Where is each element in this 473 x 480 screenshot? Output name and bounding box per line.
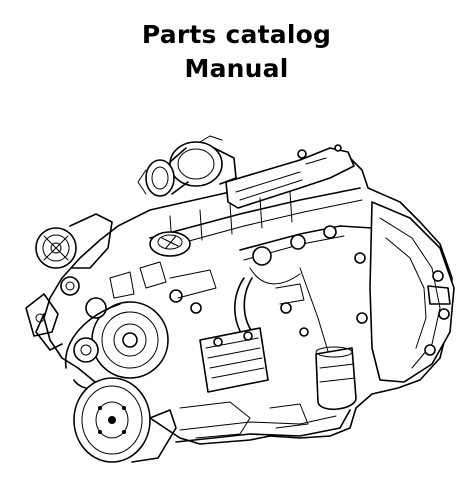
engine-illustration [0, 118, 473, 480]
ecu-module [199, 327, 269, 393]
title-line-parts-catalog: Parts catalog [141, 20, 332, 49]
flywheel-housing [369, 201, 455, 383]
turbocharger [137, 135, 237, 197]
oil-filler-cap [149, 231, 191, 257]
oil-filter [315, 346, 357, 410]
diesel-engine-line-drawing-icon [25, 135, 455, 463]
valve-cover [225, 147, 355, 209]
crank-pulley [91, 301, 169, 379]
ac-compressor [35, 213, 113, 269]
document-title: Parts catalog Manual [0, 18, 473, 86]
title-line-manual: Manual [184, 54, 289, 83]
vibration-damper [73, 377, 177, 463]
